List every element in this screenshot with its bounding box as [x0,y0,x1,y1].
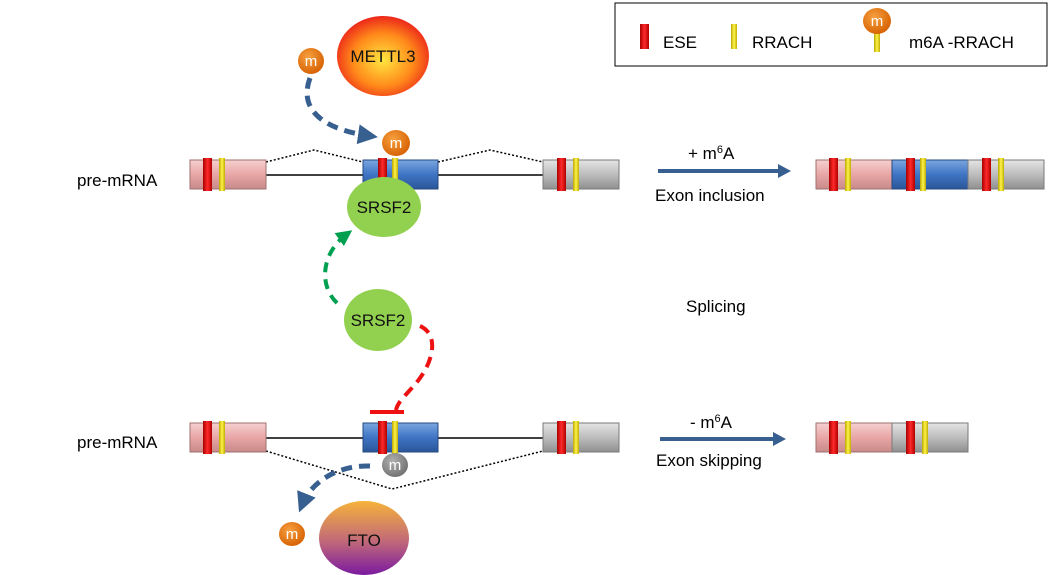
top-arrow-label: + m6A [688,144,735,163]
exon-1 [189,158,267,191]
bottom-arrow-head [773,432,786,446]
methyl-group-free: m [298,48,324,74]
bottom-arrow-label: - m6A [690,413,733,432]
splice-junction [265,149,364,163]
mature-mrna-included [815,158,1045,191]
legend-m6a-rrach-icon: m [863,8,891,52]
bottom-outcome: - m6A Exon skipping [656,413,786,470]
bottom-pre-mrna-label: pre-mRNA [77,433,158,452]
rrach-mark [573,158,579,191]
mettl3-label: METTL3 [350,47,415,66]
legend-ese-label: ESE [663,33,697,52]
rrach-mark [392,158,398,191]
methyl-m: m [305,53,318,70]
exon-1 [189,421,267,454]
ese-mark [203,158,212,191]
exon-2 [362,421,439,454]
top-pre-mrna-label: pre-mRNA [77,171,158,190]
mettl3-enzyme: METTL3 [337,16,429,96]
exon-3 [542,421,620,454]
mature-mrna-skipped [815,421,969,454]
methylation-arrow [304,77,378,145]
splicing-label: Splicing [686,297,746,316]
ese-mark [378,158,387,191]
srsf2-free-label: SRSF2 [351,311,406,330]
srsf2-bound: SRSF2 [347,177,421,237]
methyl-group-bound: m [382,130,410,156]
bottom-outcome-label: Exon skipping [656,451,762,470]
top-outcome-label: Exon inclusion [655,186,765,205]
methyl-m: m [286,526,299,543]
legend-ese-icon [640,24,649,49]
exon-3 [542,158,620,191]
srsf2-bound-label: SRSF2 [357,198,412,217]
fto-enzyme: FTO [319,501,409,575]
methyl-group-released: m [279,522,305,546]
legend-rrach-icon [731,24,737,49]
methyl-m: m [389,457,402,474]
rrach-mark [219,158,225,191]
legend: ESE RRACH m m6A -RRACH [614,2,1048,67]
legend-rrach-label: RRACH [752,33,812,52]
fto-label: FTO [347,531,381,550]
top-arrow-head [778,164,791,178]
demethylation-arrow [297,463,371,513]
recruitment-arrow [323,230,353,305]
top-outcome: + m6A Exon inclusion [655,144,791,205]
srsf2-free: SRSF2 [344,289,412,351]
legend-m-symbol: m [871,13,884,30]
inhibition-line [394,324,435,411]
legend-m6a-rrach-label: m6A -RRACH [909,33,1014,52]
legend-box [614,2,1048,67]
top-pre-mrna: pre-mRNA [77,149,620,191]
methyl-m: m [390,135,403,152]
methyl-group-removing: m [382,453,408,477]
splice-junction [437,149,544,163]
ese-mark [557,158,566,191]
bottom-pre-mrna: pre-mRNA [77,421,620,490]
